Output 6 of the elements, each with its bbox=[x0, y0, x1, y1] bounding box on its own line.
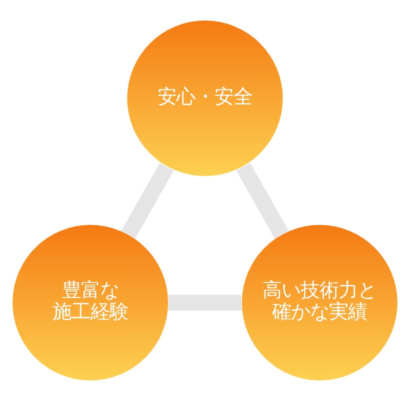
connector bbox=[236, 162, 289, 238]
node-circle: 豊富な施工経験 bbox=[12, 224, 168, 380]
node-circle: 高い技術力と確かな実績 bbox=[242, 224, 398, 380]
connector bbox=[121, 162, 174, 238]
connector bbox=[168, 294, 242, 310]
node-circle: 安心・安全 bbox=[127, 20, 283, 176]
